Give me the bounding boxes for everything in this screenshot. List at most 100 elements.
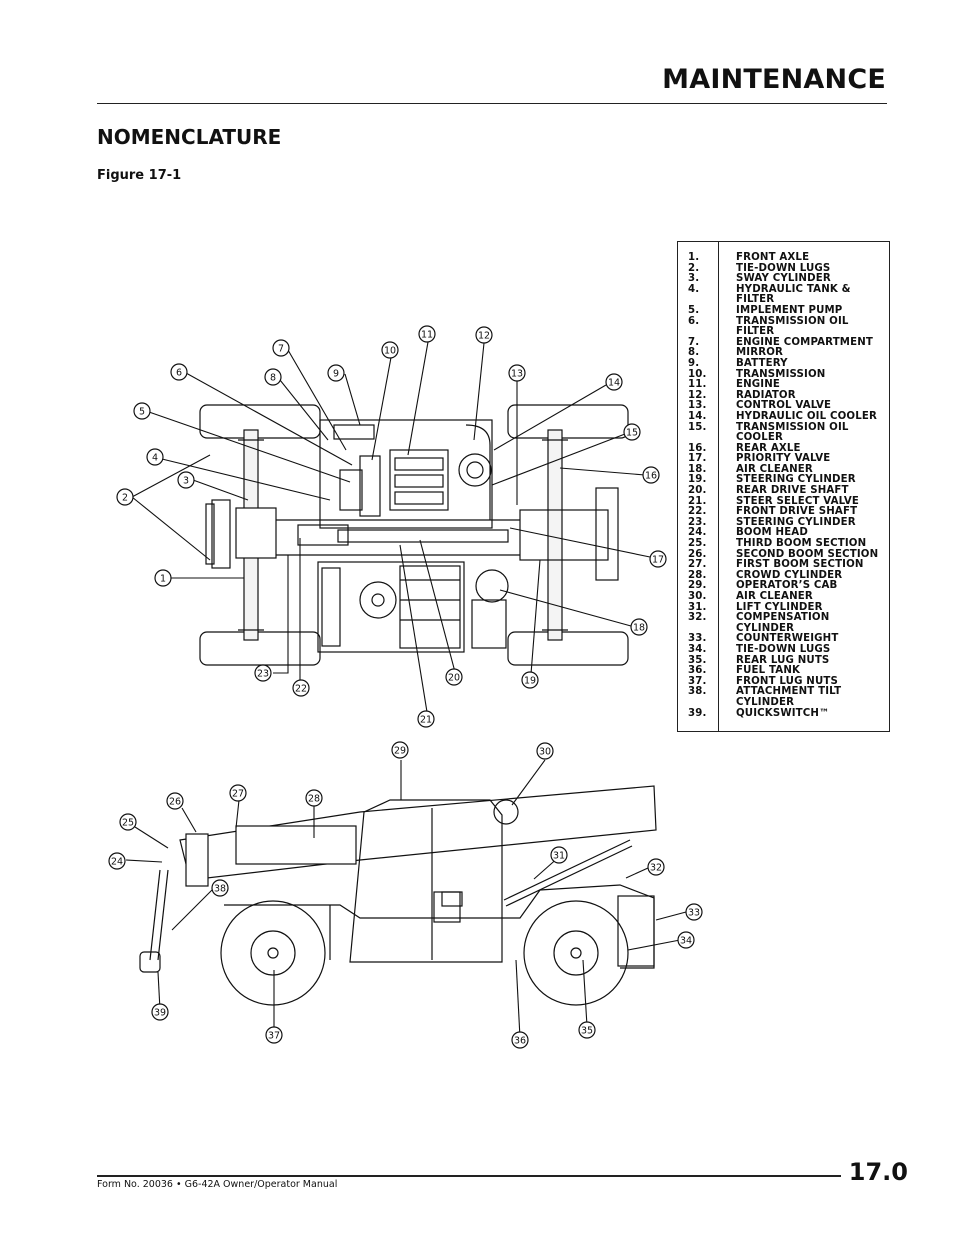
legend-item-number: 20. bbox=[688, 485, 707, 497]
callout-number: 35 bbox=[581, 1026, 593, 1037]
callout-circle bbox=[550, 846, 568, 864]
legend-item: 15.TRANSMISSION OIL COOLER bbox=[678, 421, 889, 444]
legend-item-name: FRONT DRIVE SHAFT bbox=[736, 506, 858, 518]
legend-item-number: 33. bbox=[688, 633, 707, 645]
callout-circle bbox=[166, 792, 184, 810]
section-title: NOMENCLATURE bbox=[97, 125, 282, 149]
legend-item: 39.QUICKSWITCH™ bbox=[678, 708, 889, 720]
legend-item-name: OPERATOR’S CAB bbox=[736, 580, 838, 592]
legend-item-name: TIE-DOWN LUGS bbox=[736, 643, 831, 655]
callout-circle bbox=[151, 1003, 169, 1021]
legend-item-name: ENGINE bbox=[736, 379, 781, 391]
legend-item-number: 15. bbox=[688, 421, 707, 433]
legend-item-number: 25. bbox=[688, 538, 707, 550]
legend-item-number: 24. bbox=[688, 527, 707, 539]
legend-divider bbox=[718, 242, 719, 731]
callout-number: 2 bbox=[122, 493, 128, 504]
legend-item-name: TIE-DOWN LUGS bbox=[736, 262, 831, 274]
legend-item-name: CONTROL VALVE bbox=[736, 400, 832, 412]
legend-item-number: 5. bbox=[688, 304, 700, 316]
callout-circle bbox=[578, 1021, 596, 1039]
legend-item-name: THIRD BOOM SECTION bbox=[736, 538, 867, 550]
callout-circle bbox=[254, 664, 272, 682]
legend-item-number: 35. bbox=[688, 654, 707, 666]
legend-item-number: 7. bbox=[688, 336, 700, 348]
callout-number: 34 bbox=[680, 936, 692, 947]
legend-item-name: MIRROR bbox=[736, 347, 784, 359]
callout-circle bbox=[677, 931, 695, 949]
callout-circle bbox=[381, 341, 399, 359]
callout-circle bbox=[170, 363, 188, 381]
legend-item-number: 19. bbox=[688, 474, 707, 486]
legend-item: 19. STEERING CYLINDER bbox=[678, 475, 889, 486]
legend-item-number: 36. bbox=[688, 665, 707, 677]
legend-item: 38.ATTACHMENT TILT CYLINDER bbox=[678, 686, 889, 708]
legend-item-number: 10. bbox=[688, 368, 707, 380]
header-rule bbox=[97, 103, 887, 104]
callout-number: 3 bbox=[183, 476, 189, 487]
legend-item-name: STEERING CYLINDER bbox=[736, 474, 856, 486]
legend-item-number: 26. bbox=[688, 548, 707, 560]
legend-item-name: REAR LUG NUTS bbox=[736, 654, 830, 666]
legend-item-number: 18. bbox=[688, 463, 707, 475]
callout-number: 37 bbox=[268, 1031, 280, 1042]
callout-number: 23 bbox=[257, 669, 269, 680]
legend-item: 12. RADIATOR bbox=[678, 389, 889, 402]
callout-number: 39 bbox=[154, 1008, 166, 1019]
legend-item: 14.HYDRAULIC OIL COOLER bbox=[678, 410, 889, 423]
callout-circle bbox=[511, 1031, 529, 1049]
callout-circle bbox=[605, 373, 623, 391]
callout-circle bbox=[630, 618, 648, 636]
legend-item-name: TRANSMISSION OIL FILTER bbox=[736, 315, 849, 338]
callout-circle bbox=[327, 364, 345, 382]
callout-number: 6 bbox=[176, 368, 182, 379]
legend-item: 10. TRANSMISSION bbox=[678, 368, 889, 381]
legend-item-number: 12. bbox=[688, 389, 707, 401]
callout-circle bbox=[116, 488, 134, 506]
legend-item-name: TRANSMISSION bbox=[736, 368, 826, 380]
legend-item-number: 2. bbox=[688, 262, 700, 274]
legend-item: 32.COMPENSATION CYLINDER bbox=[678, 612, 889, 634]
legend-item-number: 6. bbox=[688, 315, 700, 327]
callout-number: 25 bbox=[122, 818, 134, 829]
callout-circle bbox=[649, 550, 667, 568]
legend-item-name: FRONT LUG NUTS bbox=[736, 675, 838, 687]
legend-item: 17.PRIORITY VALVE bbox=[678, 454, 889, 465]
callout-number: 19 bbox=[524, 676, 536, 687]
callout-number: 28 bbox=[308, 794, 320, 805]
legend-item: 8.MIRROR bbox=[678, 348, 889, 359]
callout-number: 12 bbox=[478, 331, 490, 342]
legend-item-name: BATTERY bbox=[736, 357, 788, 369]
legend-item-number: 27. bbox=[688, 559, 707, 571]
legend-item-number: 14. bbox=[688, 410, 707, 422]
legend-item: 35. REAR LUG NUTS bbox=[678, 654, 889, 667]
legend-item-name: LIFT CYLINDER bbox=[736, 601, 823, 613]
page-header-title: MAINTENANCE bbox=[662, 64, 886, 95]
callout-number: 22 bbox=[295, 684, 307, 695]
legend-item: 3.SWAY CYLINDER bbox=[678, 274, 889, 285]
legend-item-number: 3. bbox=[688, 273, 700, 285]
legend-item-name: STEERING CYLINDER bbox=[736, 516, 856, 528]
legend-item-number: 22. bbox=[688, 506, 707, 518]
callout-number: 11 bbox=[421, 330, 433, 341]
callout-number: 20 bbox=[448, 673, 460, 684]
legend-item: 37. FRONT LUG NUTS bbox=[678, 675, 889, 688]
legend-item-name: ENGINE COMPARTMENT bbox=[736, 336, 873, 348]
callout-number: 15 bbox=[626, 428, 638, 439]
legend-item-name: PRIORITY VALVE bbox=[736, 453, 831, 465]
legend-item-name: REAR AXLE bbox=[736, 442, 801, 454]
legend-item: 4.HYDRAULIC TANK & FILTER bbox=[678, 284, 889, 306]
footer-form-text: Form No. 20036 • G6-42A Owner/Operator M… bbox=[97, 1179, 338, 1190]
callout-circle bbox=[418, 325, 436, 343]
callout-circle bbox=[521, 671, 539, 689]
callout-number: 21 bbox=[420, 715, 432, 726]
legend-item-number: 37. bbox=[688, 675, 707, 687]
legend-item-name: RADIATOR bbox=[736, 389, 796, 401]
legend-item-number: 9. bbox=[688, 357, 700, 369]
figure-label: Figure 17-1 bbox=[97, 168, 182, 183]
legend-item-number: 16. bbox=[688, 442, 707, 454]
legend-item-number: 34. bbox=[688, 643, 707, 655]
legend-item-name: BOOM HEAD bbox=[736, 527, 808, 539]
